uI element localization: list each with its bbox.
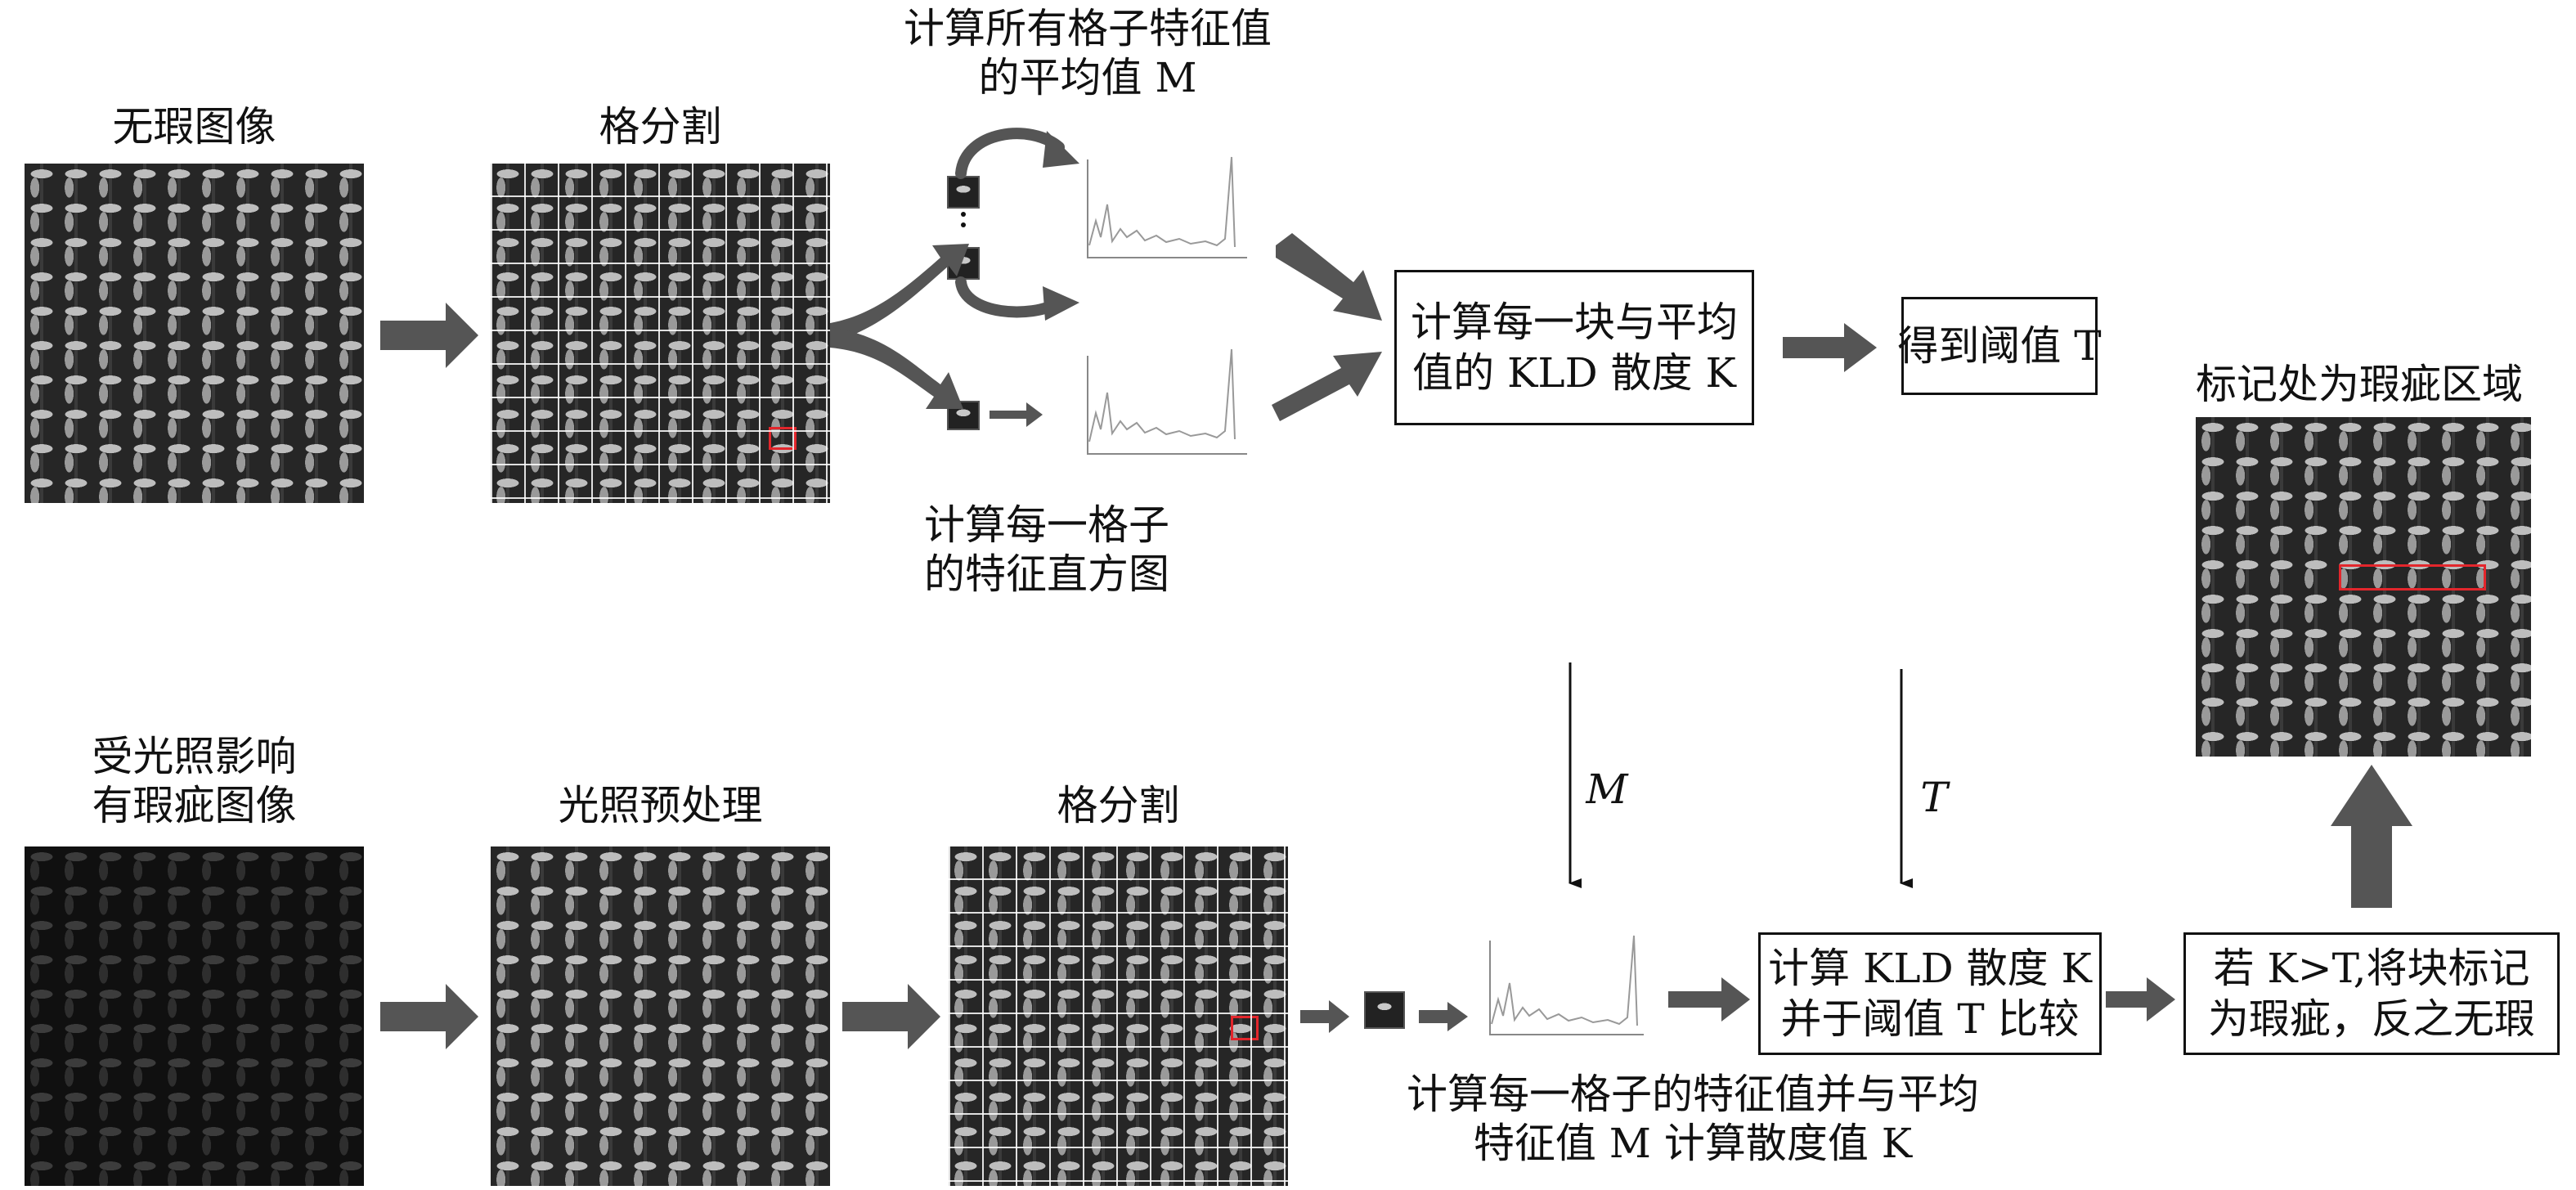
bottom-caption: 计算每一格子的特征值并与平均 特征值 M 计算散度值 K <box>1341 1070 2044 1168</box>
arrow-T-label: T <box>1920 774 1948 821</box>
affected-defect-image <box>25 846 364 1186</box>
histogram-line1: 计算每一格子 <box>924 501 1169 549</box>
branch-arrow-upper <box>830 244 969 344</box>
decide-box-line2: 为瑕疵，反之无瑕 <box>2208 995 2535 1043</box>
mark-region-label: 标记处为瑕疵区域 <box>2196 361 2523 408</box>
arrow-thumb-to-hist-bottom <box>1419 1002 1468 1031</box>
affected-line2: 有瑕疵图像 <box>92 782 297 829</box>
preprocessed-image <box>491 846 830 1186</box>
arrow-decide-to-result <box>2331 765 2412 908</box>
mean-feature-label: 计算所有格子特征值 的平均值 M <box>867 4 1308 102</box>
arrow-hist-to-compare <box>1668 977 1750 1022</box>
histogram-top <box>1087 156 1247 258</box>
arrow-hist-down-to-kld <box>1272 352 1382 421</box>
arrow-compare-to-decide <box>2106 977 2175 1022</box>
compare-box-line2: 并于阈值 T 比较 <box>1780 995 2080 1043</box>
kld-box-line2: 值的 KLD 散度 K <box>1412 349 1736 397</box>
grid-split-bottom-label: 格分割 <box>1057 782 1180 829</box>
arrow-affected-to-preprocess <box>380 984 478 1049</box>
arrow-hist-up-to-kld <box>1276 233 1382 321</box>
threshold-box: 得到阈值 T <box>1897 297 2102 395</box>
mean-feature-line1: 计算所有格子特征值 <box>904 5 1272 52</box>
arrow-thumb-to-hist-top <box>990 402 1043 427</box>
branch-arrow-lower <box>830 327 963 409</box>
arrow-kld-to-threshold <box>1783 323 1877 372</box>
cell-thumb-bottom <box>1364 991 1405 1029</box>
mean-feature-line2: 的平均值 M <box>978 54 1197 101</box>
histogram-middle <box>1087 348 1247 455</box>
arrow-grid-to-thumb <box>1300 1000 1349 1033</box>
bottom-caption-line2: 特征值 M 计算散度值 K <box>1473 1120 1913 1167</box>
grid-split-top-image <box>491 164 830 503</box>
decide-box: 若 K>T,将块标记 为瑕疵，反之无瑕 <box>2183 932 2560 1055</box>
histogram-bottom <box>1489 935 1644 1035</box>
kld-box: 计算每一块与平均 值的 KLD 散度 K <box>1394 270 1754 425</box>
marked-result-image <box>2196 417 2531 757</box>
cell-thumb-3 <box>947 401 980 430</box>
grid-split-bottom-image <box>949 846 1288 1186</box>
kld-box-line1: 计算每一块与平均 <box>1411 299 1738 346</box>
curve-arrow-upper-head <box>1043 131 1079 168</box>
arrow-preprocess-to-grid <box>842 984 940 1049</box>
defect-region-highlight <box>2339 564 2486 591</box>
ellipsis-dot-1 <box>961 212 966 217</box>
grid-split-top-label: 格分割 <box>599 103 722 150</box>
decide-box-line1: 若 K>T,将块标记 <box>2213 945 2530 992</box>
curve-arrow-lower-head <box>1043 286 1079 321</box>
arrow-M-label: M <box>1586 766 1628 813</box>
threshold-box-text: 得到阈值 T <box>1897 322 2102 370</box>
affected-line1: 受光照影响 <box>92 733 297 780</box>
bottom-caption-line1: 计算每一格子的特征值并与平均 <box>1407 1071 1979 1118</box>
compare-box-line1: 计算 KLD 散度 K <box>1768 945 2092 992</box>
histogram-line2: 的特征直方图 <box>924 550 1169 598</box>
cell-thumb-1 <box>947 176 980 209</box>
ellipsis-dot-2 <box>961 222 966 227</box>
affected-image-label: 受光照影响 有瑕疵图像 <box>25 732 364 830</box>
flawless-image <box>25 164 364 503</box>
flawless-image-label: 无瑕图像 <box>112 103 276 150</box>
histogram-label: 计算每一格子 的特征直方图 <box>883 501 1210 599</box>
compare-box: 计算 KLD 散度 K 并于阈值 T 比较 <box>1758 932 2102 1055</box>
illum-preprocess-label: 光照预处理 <box>558 782 763 829</box>
arrow-flawless-to-grid <box>380 303 478 368</box>
